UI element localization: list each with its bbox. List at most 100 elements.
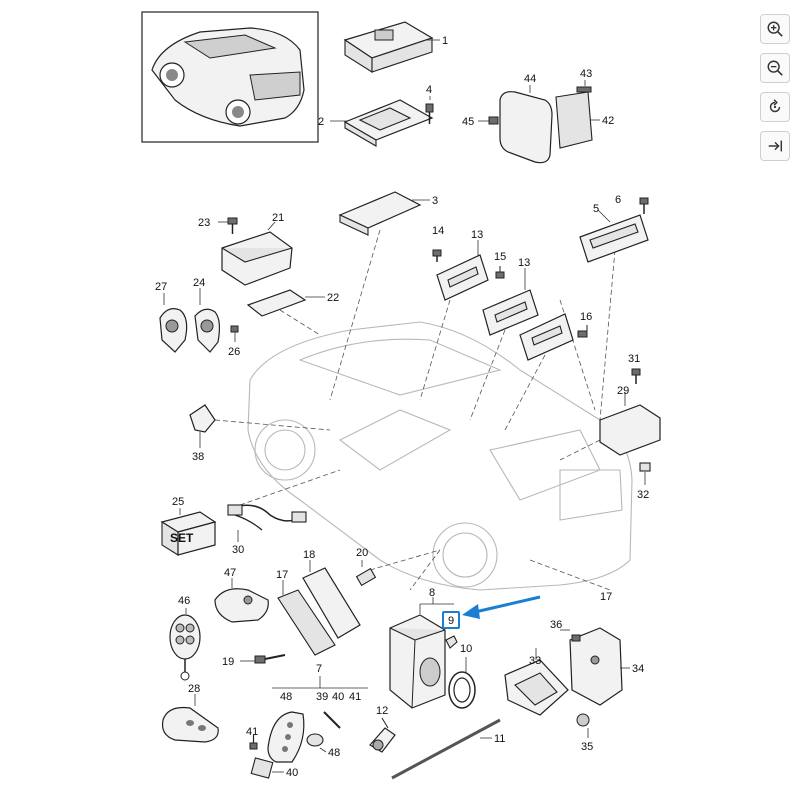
label-8: 8: [429, 587, 435, 599]
label-23: 23: [198, 217, 210, 229]
part-17-upper: 17: [600, 591, 612, 603]
part-14[interactable]: 14: [432, 225, 444, 262]
label-15: 15: [494, 251, 506, 263]
part-48[interactable]: 48: [267, 711, 340, 763]
label-28: 28: [188, 683, 200, 695]
label-46: 46: [178, 595, 190, 607]
part-27[interactable]: 27: [155, 281, 188, 353]
label-10: 10: [460, 643, 472, 655]
label-24: 24: [193, 277, 205, 289]
part-45[interactable]: 45: [462, 116, 499, 128]
part-46[interactable]: 46: [169, 595, 201, 681]
part-42[interactable]: 42: [555, 91, 614, 149]
part-16[interactable]: 16: [577, 311, 592, 338]
zoom-out-button[interactable]: [760, 53, 790, 83]
label-25: 25: [172, 496, 184, 508]
label-41: 41: [246, 726, 258, 738]
part-18[interactable]: 18: [302, 549, 361, 639]
rotate-button[interactable]: [760, 92, 790, 122]
car-outline: [247, 321, 633, 591]
part-12[interactable]: 12: [369, 705, 396, 753]
label-2: 2: [318, 116, 324, 128]
part-24[interactable]: 24: [193, 277, 221, 353]
label-48-a: 48: [280, 691, 292, 703]
zoom-in-icon: [767, 21, 783, 37]
part-20[interactable]: 20: [355, 547, 377, 587]
part-36[interactable]: 36: [550, 619, 581, 642]
label-14: 14: [432, 225, 444, 237]
part-6[interactable]: 6: [615, 194, 649, 214]
label-47: 47: [224, 567, 236, 579]
label-40: 40: [286, 767, 298, 779]
part-35[interactable]: 35: [576, 713, 593, 753]
label-3: 3: [432, 195, 438, 207]
label-40-b: 40: [332, 691, 344, 703]
expand-icon: [768, 140, 783, 152]
part-10[interactable]: 10: [448, 643, 476, 709]
part-9[interactable]: 9: [442, 611, 460, 649]
part-7[interactable]: 7 48 39 40 41: [272, 663, 368, 703]
part-25[interactable]: SET 25: [160, 496, 217, 556]
label-16: 16: [580, 311, 592, 323]
label-17-a: 17: [276, 569, 288, 581]
part-13-lower[interactable]: [519, 313, 574, 361]
part-5[interactable]: 5: [579, 203, 649, 263]
label-13-a: 13: [471, 229, 483, 241]
label-30: 30: [232, 544, 244, 556]
part-19[interactable]: 19: [222, 654, 286, 668]
part-4[interactable]: 4: [425, 84, 434, 124]
part-13-middle[interactable]: 13: [482, 257, 539, 336]
label-4: 4: [426, 84, 432, 96]
label-1: 1: [442, 35, 448, 47]
label-12: 12: [376, 705, 388, 717]
part-23[interactable]: 23: [198, 217, 238, 234]
label-22: 22: [327, 292, 339, 304]
label-27: 27: [155, 281, 167, 293]
part-21[interactable]: 21: [221, 212, 293, 286]
part-34[interactable]: 34: [569, 627, 644, 706]
part-17-lower[interactable]: 17: [276, 569, 336, 656]
label-43: 43: [580, 68, 592, 80]
part-32[interactable]: 32: [637, 462, 651, 501]
label-32: 32: [637, 489, 649, 501]
part-38[interactable]: 38: [189, 404, 216, 463]
part-44[interactable]: 44: [499, 73, 553, 164]
label-36: 36: [550, 619, 562, 631]
label-21: 21: [272, 212, 284, 224]
label-33: 33: [529, 655, 541, 667]
zoom-out-icon: [767, 60, 783, 76]
label-39: 39: [316, 691, 328, 703]
label-45: 45: [462, 116, 474, 128]
dashed-leaders: [214, 229, 616, 591]
part-41[interactable]: 41: [246, 726, 258, 750]
viewer-toolbar: [760, 14, 792, 170]
part-11[interactable]: 11: [391, 718, 505, 780]
part-26[interactable]: 26: [228, 325, 240, 358]
part-3[interactable]: 3: [338, 191, 438, 236]
label-34: 34: [632, 663, 644, 675]
part-15[interactable]: 15: [494, 251, 506, 279]
label-9: 9: [448, 615, 454, 627]
part-2[interactable]: 2: [318, 99, 434, 147]
label-13-b: 13: [518, 257, 530, 269]
part-33[interactable]: 33: [504, 648, 569, 716]
part-1[interactable]: 1: [343, 21, 448, 73]
part-31[interactable]: 31: [628, 353, 641, 384]
label-18: 18: [303, 549, 315, 561]
part-22[interactable]: 22: [246, 289, 339, 317]
part-13-upper[interactable]: 13: [436, 229, 489, 301]
zoom-in-button[interactable]: [760, 14, 790, 44]
part-28[interactable]: 28: [161, 683, 219, 743]
label-5: 5: [593, 203, 599, 215]
set-label: SET: [170, 531, 194, 545]
part-8[interactable]: 8: [389, 587, 454, 709]
part-43[interactable]: 43: [576, 68, 592, 93]
part-29[interactable]: 29: [599, 385, 661, 456]
part-40[interactable]: 40: [250, 757, 298, 779]
expand-button[interactable]: [760, 131, 790, 161]
part-30[interactable]: 30: [227, 504, 307, 556]
highlight-arrow: [462, 595, 541, 619]
part-47[interactable]: 47: [214, 567, 269, 623]
label-7: 7: [316, 663, 322, 675]
